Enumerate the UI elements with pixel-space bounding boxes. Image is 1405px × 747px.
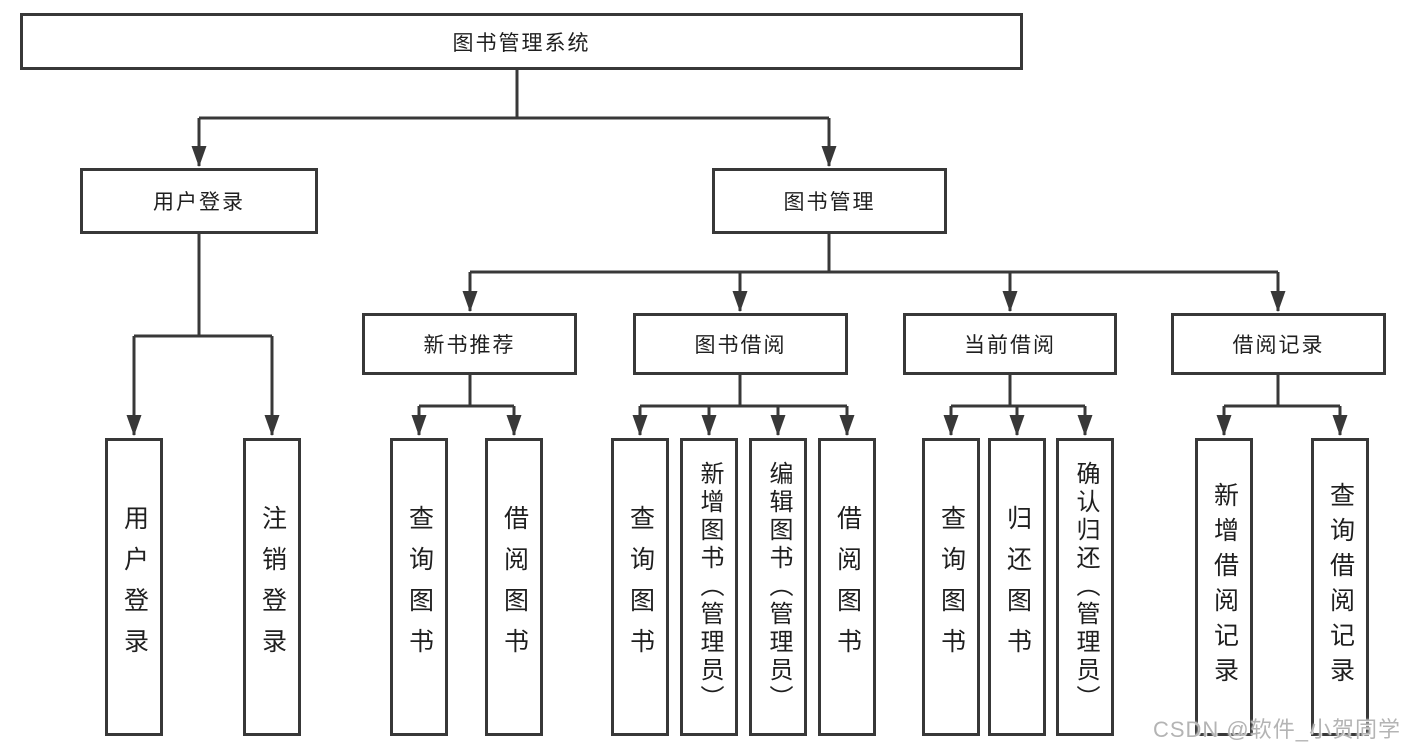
node-new-book-recommendation: 新书推荐 (362, 313, 577, 375)
node-root: 图书管理系统 (20, 13, 1023, 70)
leaf-logout-label: 注销登录 (258, 505, 287, 669)
node-book-management-label: 图书管理 (783, 191, 876, 214)
leaf-add-borrow-record: 新增借阅记录 (1195, 438, 1253, 736)
leaf-user-login: 用户登录 (105, 438, 163, 736)
leaf-user-login-label: 用户登录 (120, 505, 149, 669)
leaf-add-books-admin: 新增图书（管理员） (680, 438, 738, 736)
leaf-return-books-label: 归还图书 (1003, 505, 1032, 669)
node-borrowing-records: 借阅记录 (1171, 313, 1386, 375)
leaf-add-books-admin-label: 新增图书（管理员） (696, 461, 723, 713)
node-user-login-label: 用户登录 (153, 191, 245, 214)
leaf-query-borrow-record-label: 查询借阅记录 (1326, 482, 1355, 692)
leaf-query-books-recommend-label: 查询图书 (405, 505, 434, 669)
node-current-borrowing: 当前借阅 (903, 313, 1117, 375)
watermark: CSDN @软件_小贺同学 (1152, 717, 1401, 742)
leaf-borrow-books-borrowing-label: 借阅图书 (833, 505, 862, 669)
leaf-confirm-return-admin: 确认归还（管理员） (1056, 438, 1114, 736)
node-borrowing-records-label: 借阅记录 (1232, 334, 1325, 357)
leaf-edit-books-admin-label: 编辑图书（管理员） (765, 461, 792, 713)
leaf-query-borrow-record: 查询借阅记录 (1311, 438, 1369, 736)
leaf-query-books-borrowing-label: 查询图书 (626, 505, 655, 669)
leaf-borrow-books-recommend: 借阅图书 (485, 438, 543, 736)
leaf-query-books-recommend: 查询图书 (390, 438, 448, 736)
leaf-add-borrow-record-label: 新增借阅记录 (1210, 482, 1239, 692)
leaf-confirm-return-admin-label: 确认归还（管理员） (1072, 461, 1099, 713)
connector-trunks (134, 70, 1340, 408)
node-book-management: 图书管理 (712, 168, 947, 234)
node-book-borrowing-label: 图书借阅 (694, 334, 787, 357)
node-root-label: 图书管理系统 (452, 31, 591, 55)
connector-arrows (126, 118, 1348, 437)
node-new-book-recommendation-label: 新书推荐 (423, 334, 516, 357)
node-book-borrowing: 图书借阅 (633, 313, 848, 375)
leaf-logout: 注销登录 (243, 438, 301, 736)
leaf-return-books: 归还图书 (988, 438, 1046, 736)
leaf-borrow-books-borrowing: 借阅图书 (818, 438, 876, 736)
leaf-query-books-current-label: 查询图书 (937, 505, 966, 669)
leaf-query-books-current: 查询图书 (922, 438, 980, 736)
node-current-borrowing-label: 当前借阅 (964, 334, 1056, 357)
leaf-edit-books-admin: 编辑图书（管理员） (749, 438, 807, 736)
node-user-login: 用户登录 (80, 168, 318, 234)
leaf-query-books-borrowing: 查询图书 (611, 438, 669, 736)
leaf-borrow-books-recommend-label: 借阅图书 (500, 505, 529, 669)
